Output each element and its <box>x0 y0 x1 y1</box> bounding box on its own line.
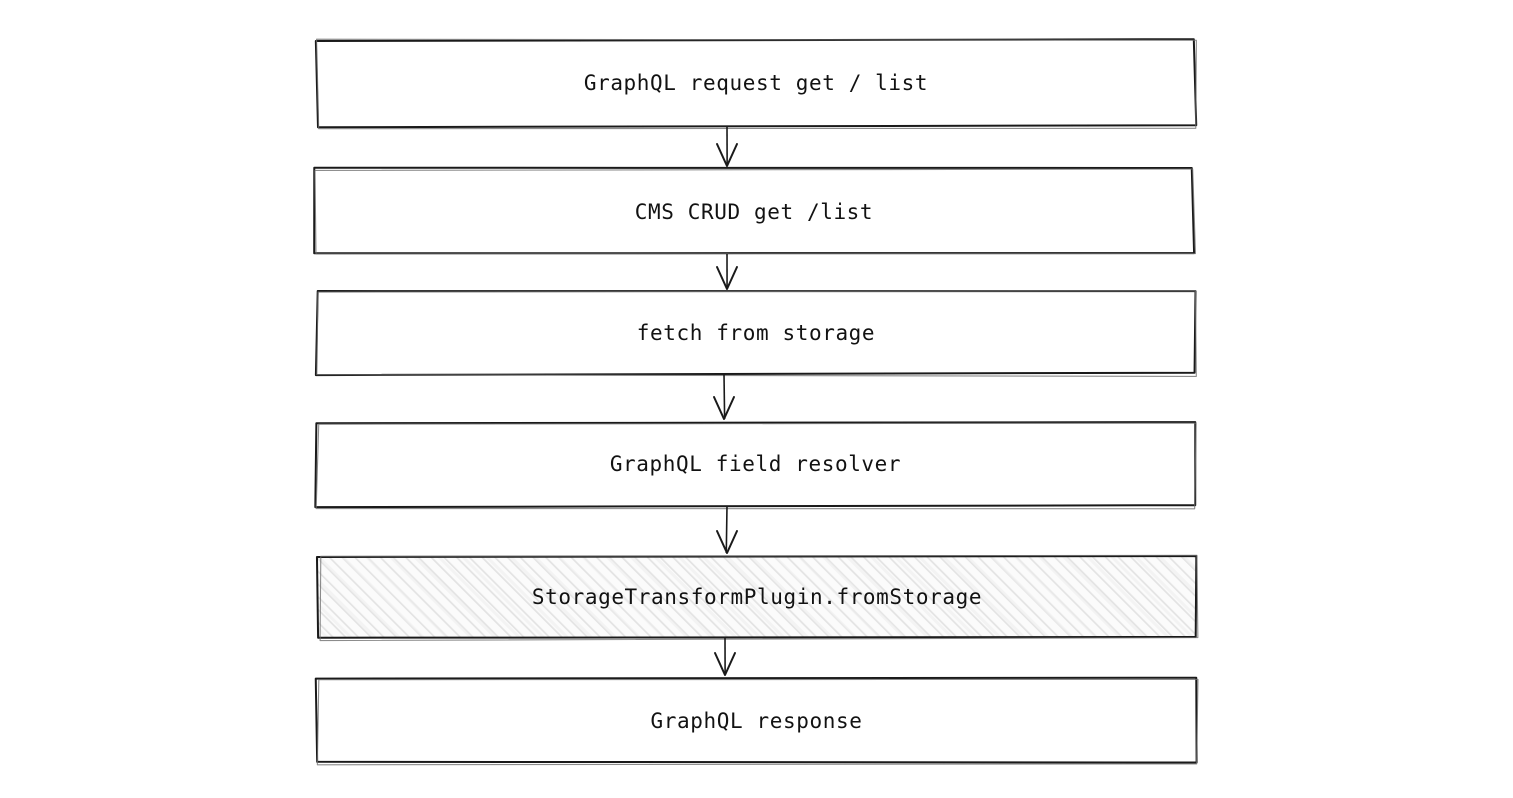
node-fill <box>317 678 1196 763</box>
edge-line <box>725 505 728 554</box>
edge-line <box>723 373 726 420</box>
node-border-sketch-stroke <box>315 422 1197 510</box>
node-border-stroke <box>315 555 1198 639</box>
node-border-sketch-stroke <box>316 678 1199 766</box>
flow-node-fetch-from-storage[interactable] <box>314 290 1197 377</box>
node-fill <box>317 291 1195 374</box>
flow-node-graphql-response[interactable] <box>314 676 1199 766</box>
edges-layer <box>713 125 738 676</box>
flow-node-storage-transform-plugin[interactable] <box>315 554 1199 642</box>
node-fill <box>317 40 1195 126</box>
node-fill <box>316 422 1195 506</box>
flow-node-graphql-field-resolver[interactable] <box>314 421 1197 510</box>
flow-edge-edge-3 <box>713 373 735 420</box>
flow-node-cms-crud[interactable] <box>313 166 1197 255</box>
nodes-layer <box>313 38 1199 766</box>
node-border-sketch-stroke <box>316 290 1197 377</box>
edge-arrowhead-icon <box>716 266 738 290</box>
node-border-sketch-stroke <box>314 168 1197 255</box>
edge-arrowhead-icon <box>716 530 738 554</box>
edge-arrowhead-icon <box>716 143 738 167</box>
edge-arrowhead-icon <box>713 396 735 420</box>
flow-edge-edge-2 <box>716 253 738 290</box>
node-hatch-overlay-coarse <box>318 556 1196 638</box>
edge-arrowhead-icon <box>714 652 736 676</box>
node-fill <box>315 169 1193 254</box>
flow-edge-edge-4 <box>716 505 738 554</box>
flow-edge-edge-5 <box>714 637 736 676</box>
flow-node-graphql-request[interactable] <box>314 38 1198 130</box>
node-border-sketch-stroke <box>316 38 1197 130</box>
flow-edge-edge-1 <box>716 125 738 167</box>
node-border-sketch-stroke <box>319 554 1199 642</box>
